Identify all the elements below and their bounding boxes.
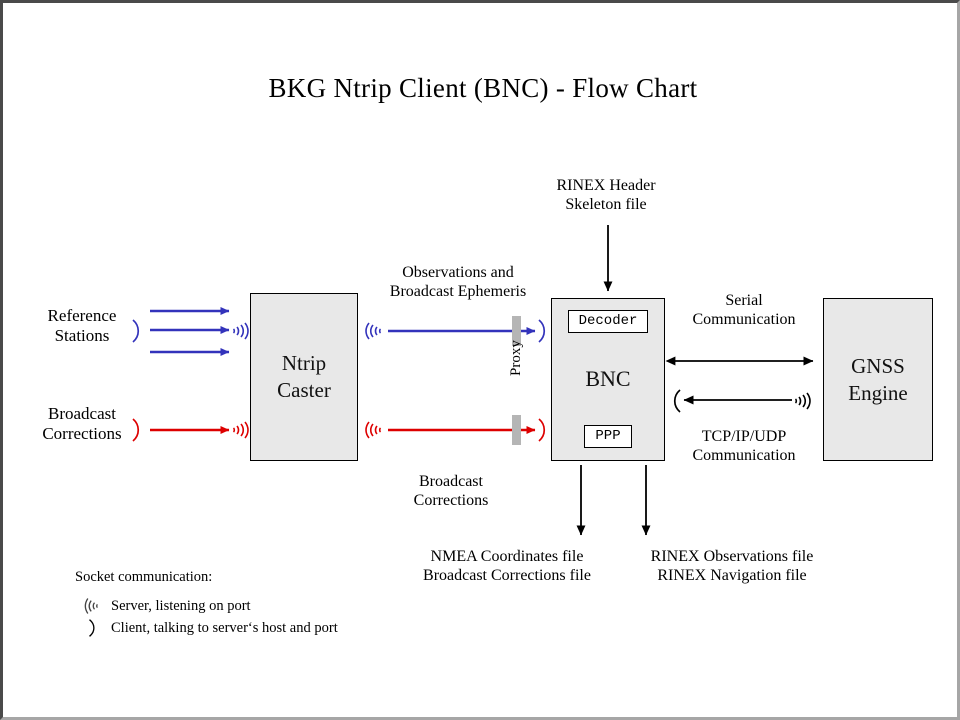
client-socket-icon-bnc-tcp bbox=[671, 389, 683, 413]
client-socket-icon-bnc-corr bbox=[537, 418, 549, 442]
label-reference-stations: Reference Stations bbox=[48, 306, 117, 346]
label-observations-ephemeris-line2: Broadcast Ephemeris bbox=[389, 282, 527, 300]
server-socket-icon-caster-out bbox=[365, 319, 383, 343]
label-serial-communication-line2: Communication bbox=[692, 310, 796, 328]
client-socket-icon bbox=[131, 319, 143, 343]
label-observations-ephemeris-line1: Observations and bbox=[402, 264, 514, 281]
gnss-engine-line2: Engine bbox=[848, 380, 908, 405]
label-rinex-header-skeleton-line1: RINEX Header bbox=[556, 177, 656, 194]
node-gnss-engine[interactable]: GNSS Engine bbox=[823, 298, 933, 461]
proxy-label: Proxy bbox=[508, 340, 524, 376]
ntrip-caster-line1: Ntrip bbox=[281, 351, 327, 376]
legend: Socket communication: Server, listening … bbox=[75, 569, 338, 639]
server-socket-icon bbox=[75, 596, 109, 616]
label-broadcast-corrections-mid-line2: Corrections bbox=[413, 491, 489, 509]
server-socket-icon-gnss-tcp bbox=[793, 389, 811, 413]
legend-item-server: Server, listening on port bbox=[75, 595, 338, 617]
label-broadcast-corrections-source-line1: Broadcast bbox=[48, 404, 116, 423]
proxy-bar-bottom bbox=[512, 415, 521, 445]
label-tcp-communication-line1: TCP/IP/UDP bbox=[701, 428, 787, 445]
server-socket-icon-red bbox=[231, 418, 249, 442]
legend-item-client: Client, talking to server‘s host and por… bbox=[75, 617, 338, 639]
label-reference-stations-line1: Reference bbox=[47, 306, 117, 325]
label-broadcast-corrections-mid-line1: Broadcast bbox=[419, 473, 483, 490]
label-rinex-header-skeleton-line2: Skeleton file bbox=[565, 195, 647, 213]
arrow-reference-stations-to-caster bbox=[150, 307, 230, 356]
legend-item-client-text: Client, talking to server‘s host and por… bbox=[111, 619, 338, 636]
label-reference-stations-line2: Stations bbox=[54, 326, 110, 346]
legend-item-server-text: Server, listening on port bbox=[111, 597, 251, 614]
client-socket-icon-bnc-obs bbox=[537, 319, 549, 343]
label-outputs-right: RINEX Observations file RINEX Navigation… bbox=[651, 548, 814, 586]
arrow-bnc-to-output-files bbox=[576, 465, 651, 536]
client-socket-icon-red bbox=[131, 418, 143, 442]
client-socket-icon bbox=[75, 618, 109, 638]
ntrip-caster-line2: Caster bbox=[277, 378, 331, 402]
node-ntrip-caster[interactable]: Ntrip Caster bbox=[250, 293, 358, 461]
legend-title: Socket communication: bbox=[75, 569, 213, 585]
label-outputs-left-line1: NMEA Coordinates file bbox=[430, 548, 584, 565]
node-bnc[interactable]: Decoder BNC PPP bbox=[551, 298, 665, 461]
node-bnc-label: BNC bbox=[585, 365, 631, 391]
server-socket-icon bbox=[231, 319, 249, 343]
page-title: BKG Ntrip Client (BNC) - Flow Chart bbox=[268, 73, 698, 103]
label-broadcast-corrections-source-line2: Corrections bbox=[42, 424, 122, 444]
label-broadcast-corrections-source: Broadcast Corrections bbox=[42, 404, 121, 444]
label-broadcast-corrections-mid: Broadcast Corrections bbox=[414, 473, 489, 511]
label-outputs-left-line2: Broadcast Corrections file bbox=[423, 566, 591, 584]
node-bnc-ppp[interactable]: PPP bbox=[584, 424, 632, 448]
label-tcp-communication-line2: Communication bbox=[692, 446, 796, 464]
label-serial-communication-line1: Serial bbox=[725, 292, 763, 309]
label-rinex-header-skeleton: RINEX Header Skeleton file bbox=[556, 177, 655, 215]
label-outputs-right-line1: RINEX Observations file bbox=[650, 548, 814, 565]
proxy-bar-top bbox=[512, 316, 521, 346]
label-outputs-right-line2: RINEX Navigation file bbox=[657, 566, 807, 584]
gnss-engine-line1: GNSS bbox=[851, 353, 905, 378]
label-outputs-left: NMEA Coordinates file Broadcast Correcti… bbox=[423, 548, 591, 586]
server-socket-icon-caster-out-red bbox=[365, 418, 383, 442]
label-observations-ephemeris: Observations and Broadcast Ephemeris bbox=[390, 264, 526, 302]
node-bnc-decoder[interactable]: Decoder bbox=[567, 310, 649, 334]
label-tcp-communication: TCP/IP/UDP Communication bbox=[692, 428, 795, 466]
label-serial-communication: Serial Communication bbox=[692, 292, 795, 330]
